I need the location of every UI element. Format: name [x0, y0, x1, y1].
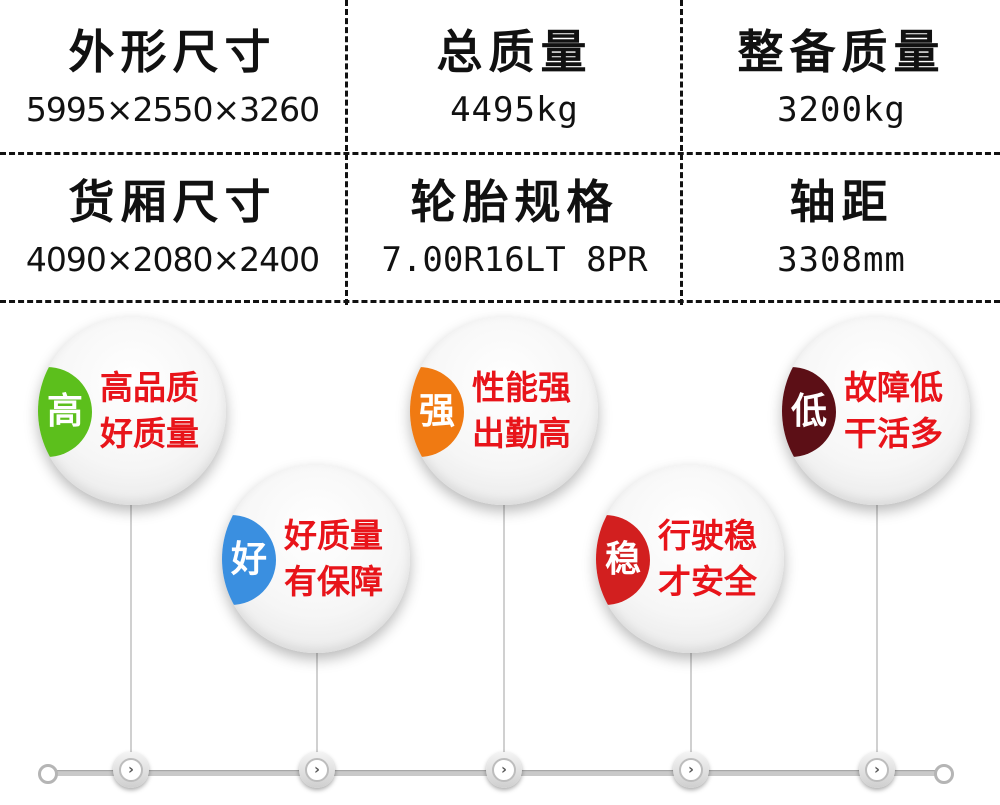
- timeline-node-button[interactable]: ›: [299, 752, 335, 788]
- timeline-stem: [130, 505, 132, 755]
- feature-timeline: › › › › › 高 高品质 好质量 好 好质量 有保障 强 性能强 出勤高 …: [0, 305, 1000, 805]
- spec-value: 4090×2080×2400: [25, 240, 320, 279]
- feature-badge: 稳: [596, 515, 650, 605]
- feature-bubble-quality: 高 高品质 好质量: [38, 317, 226, 505]
- feature-line: 出勤高: [472, 414, 571, 453]
- spec-cell-gross-mass: 总质量 4495kg: [348, 0, 681, 150]
- chevron-right-icon: ›: [679, 758, 703, 782]
- spec-cell-overall-size: 外形尺寸 5995×2550×3260: [0, 0, 345, 150]
- timeline-stem: [876, 505, 878, 755]
- feature-line: 故障低: [844, 368, 943, 407]
- chevron-right-icon: ›: [492, 758, 516, 782]
- feature-text: 故障低 干活多: [844, 365, 943, 457]
- spec-label: 轴距: [789, 175, 894, 229]
- feature-text: 好质量 有保障: [284, 513, 383, 605]
- feature-line: 性能强: [472, 368, 571, 407]
- grid-divider-vertical: [345, 0, 348, 305]
- feature-line: 才安全: [658, 562, 757, 601]
- feature-text: 性能强 出勤高: [472, 365, 571, 457]
- feature-line: 高品质: [100, 368, 199, 407]
- feature-line: 有保障: [284, 562, 383, 601]
- feature-bubble-stability: 稳 行驶稳 才安全: [596, 465, 784, 653]
- grid-divider-vertical: [680, 0, 683, 305]
- feature-badge: 强: [410, 367, 464, 457]
- timeline-node-button[interactable]: ›: [859, 752, 895, 788]
- spec-label: 外形尺寸: [68, 25, 277, 79]
- feature-line: 好质量: [284, 516, 383, 555]
- feature-text: 行驶稳 才安全: [658, 513, 757, 605]
- timeline-node-button[interactable]: ›: [486, 752, 522, 788]
- timeline-end-dot: [934, 764, 954, 784]
- spec-cell-cargo-box-size: 货厢尺寸 4090×2080×2400: [0, 150, 345, 300]
- feature-line: 好质量: [100, 414, 199, 453]
- timeline-stem: [690, 650, 692, 755]
- feature-badge: 好: [222, 515, 276, 605]
- feature-badge: 高: [38, 367, 92, 457]
- spec-cell-wheelbase: 轴距 3308mm: [683, 150, 1000, 300]
- feature-bubble-assurance: 好 好质量 有保障: [222, 465, 410, 653]
- timeline-stem: [503, 505, 505, 755]
- spec-value: 7.00R16LT 8PR: [381, 240, 648, 280]
- grid-divider-horizontal: [0, 152, 1000, 155]
- spec-value: 3308mm: [777, 240, 906, 280]
- spec-grid: 外形尺寸 5995×2550×3260 总质量 4495kg 整备质量 3200…: [0, 0, 1000, 305]
- spec-label: 货厢尺寸: [68, 175, 277, 229]
- timeline-stem: [316, 650, 318, 755]
- feature-bubble-reliability: 低 故障低 干活多: [782, 317, 970, 505]
- grid-divider-bottom: [0, 300, 1000, 303]
- timeline-node-button[interactable]: ›: [673, 752, 709, 788]
- feature-text: 高品质 好质量: [100, 365, 199, 457]
- spec-cell-tire-spec: 轮胎规格 7.00R16LT 8PR: [348, 150, 681, 300]
- spec-label: 整备质量: [737, 25, 946, 79]
- spec-value: 3200kg: [777, 90, 906, 130]
- timeline-node-button[interactable]: ›: [113, 752, 149, 788]
- spec-value: 5995×2550×3260: [25, 90, 320, 129]
- timeline-start-dot: [38, 764, 58, 784]
- chevron-right-icon: ›: [305, 758, 329, 782]
- spec-value: 4495kg: [450, 90, 579, 130]
- chevron-right-icon: ›: [119, 758, 143, 782]
- feature-line: 干活多: [844, 414, 943, 453]
- feature-line: 行驶稳: [658, 516, 757, 555]
- spec-label: 轮胎规格: [410, 175, 619, 229]
- spec-label: 总质量: [436, 25, 593, 79]
- feature-bubble-performance: 强 性能强 出勤高: [410, 317, 598, 505]
- chevron-right-icon: ›: [865, 758, 889, 782]
- spec-cell-curb-mass: 整备质量 3200kg: [683, 0, 1000, 150]
- feature-badge: 低: [782, 367, 836, 457]
